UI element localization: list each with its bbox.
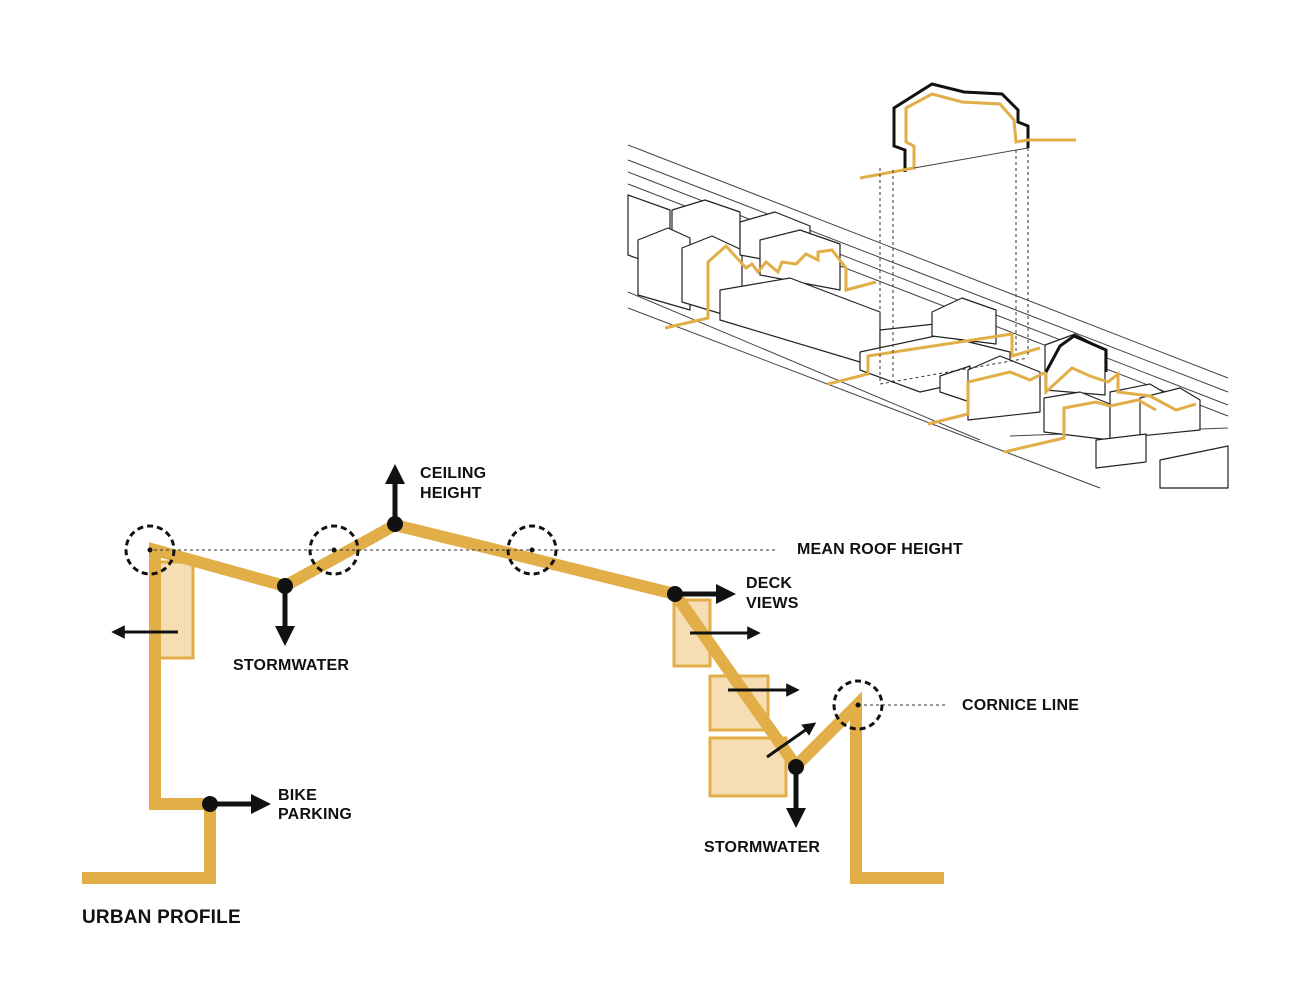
label-stormwater-left: STORMWATER xyxy=(233,657,349,674)
control-point-ceiling xyxy=(387,516,403,532)
label-mean-roof-height: MEAN ROOF HEIGHT xyxy=(797,541,963,558)
lifted-section-outline xyxy=(892,82,1030,172)
intersection-dot-valley xyxy=(331,547,337,553)
control-point-bike xyxy=(202,796,218,812)
labels: CEILING HEIGHT MEAN ROOF HEIGHT DECK VIE… xyxy=(82,465,1079,928)
intersection-circle-cornice xyxy=(832,679,884,731)
control-point-stormwater-left xyxy=(277,578,293,594)
setback-box-right-bottom xyxy=(708,736,788,798)
label-ceiling-height-line2: HEIGHT xyxy=(420,485,482,502)
iso-profile-left xyxy=(664,243,877,330)
intersection-dot-left xyxy=(147,547,153,553)
setback-box-left xyxy=(155,560,195,660)
intersection-markers xyxy=(124,524,884,731)
urban-profile-line xyxy=(82,518,944,884)
intersection-circle-valley xyxy=(308,524,360,576)
intersection-circle-slope xyxy=(506,524,558,576)
control-point-deck xyxy=(667,586,683,602)
label-bike-parking-line2: PARKING xyxy=(278,806,352,823)
isometric-street-view xyxy=(627,82,1229,489)
intersection-circle-left xyxy=(124,524,176,576)
arrows xyxy=(111,464,817,828)
urban-profile-section: CEILING HEIGHT MEAN ROOF HEIGHT DECK VIE… xyxy=(82,464,1079,928)
label-ceiling-height-line1: CEILING xyxy=(420,465,486,482)
lifted-section-profile xyxy=(859,92,1076,180)
control-point-stormwater-right xyxy=(788,759,804,775)
label-deck-views-line1: DECK xyxy=(746,575,792,592)
arrow-diagonal-deck xyxy=(766,722,817,759)
diagram-title: URBAN PROFILE xyxy=(82,907,241,928)
label-bike-parking-line1: BIKE xyxy=(278,787,317,804)
intersection-dot-slope xyxy=(529,547,535,553)
isometric-profile-lines xyxy=(664,243,1197,454)
lifted-section xyxy=(859,82,1076,385)
iso-profile-lower xyxy=(927,366,1197,426)
label-cornice-line: CORNICE LINE xyxy=(962,697,1079,714)
control-points xyxy=(202,516,804,812)
label-deck-views-line2: VIEWS xyxy=(746,595,799,612)
iso-profile-center xyxy=(827,332,1041,386)
label-stormwater-right: STORMWATER xyxy=(704,839,820,856)
iso-profile-bottom xyxy=(1003,398,1157,454)
setback-boxes xyxy=(155,560,788,798)
intersection-dot-cornice xyxy=(855,702,861,708)
iso-profile-lower-outline xyxy=(1044,334,1108,373)
building-masses xyxy=(627,194,1229,489)
